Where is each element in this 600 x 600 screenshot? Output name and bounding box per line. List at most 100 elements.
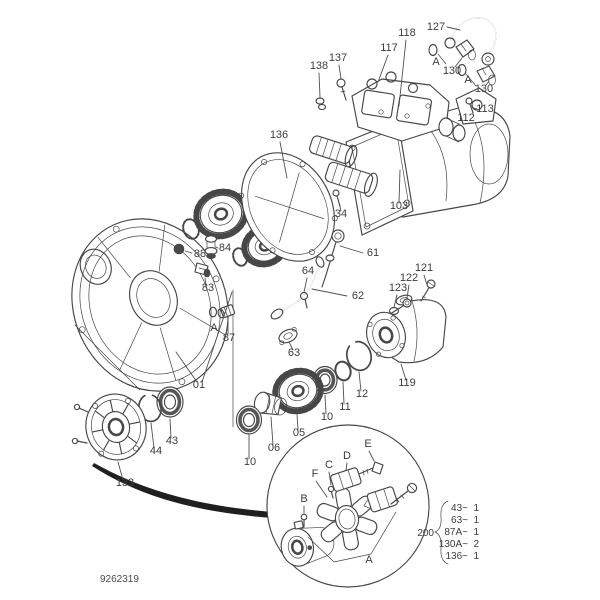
callout-130: 130 bbox=[443, 65, 461, 77]
callout-34: 34 bbox=[335, 208, 347, 220]
leader-line-137 bbox=[338, 64, 342, 80]
part-gasket-136 bbox=[238, 152, 338, 262]
callout-136: 136 bbox=[270, 129, 288, 141]
callout-83: 83 bbox=[202, 282, 214, 294]
callout-E: E bbox=[364, 438, 371, 450]
leader-line-10 bbox=[324, 394, 327, 415]
parts-list-qty: 1 bbox=[473, 551, 479, 562]
callout-11: 11 bbox=[339, 401, 350, 413]
part-pilot-pump-119 bbox=[366, 294, 447, 364]
leader-line-63 bbox=[288, 341, 294, 351]
callout-122: 122 bbox=[400, 272, 418, 284]
callout-10: 10 bbox=[321, 411, 333, 423]
callout-63: 63 bbox=[288, 347, 300, 359]
leader-line-05 bbox=[296, 413, 299, 431]
leader-line-88 bbox=[184, 250, 193, 254]
detail-bolt-B bbox=[300, 513, 308, 528]
leader-line-64 bbox=[303, 277, 308, 293]
callout-06: 06 bbox=[268, 442, 280, 454]
callout-121: 121 bbox=[415, 262, 433, 274]
part-bolt-121 bbox=[420, 279, 436, 302]
callout-113: 113 bbox=[476, 103, 494, 115]
part-wave-ring bbox=[232, 247, 248, 267]
callout-137: 137 bbox=[329, 52, 347, 64]
leader-line-43 bbox=[169, 418, 172, 439]
callout-88: 88 bbox=[194, 248, 206, 260]
callout-84: 84 bbox=[219, 242, 231, 254]
leader-line-34 bbox=[337, 198, 342, 212]
detail-element-D bbox=[330, 467, 362, 492]
leader-line-12 bbox=[358, 371, 362, 392]
callout-130: 130 bbox=[475, 83, 493, 95]
detail-bolt-C bbox=[327, 485, 335, 499]
leader-line-83 bbox=[204, 277, 207, 286]
part-tube-62 bbox=[270, 256, 325, 320]
callout-61: 61 bbox=[367, 247, 379, 259]
leader-line-118 bbox=[398, 39, 407, 107]
part-fitting-130-lower bbox=[476, 65, 496, 86]
callout-117: 117 bbox=[380, 42, 398, 54]
detail-bracket-A bbox=[307, 511, 397, 563]
leader-line-130 bbox=[485, 80, 490, 86]
part-bolt-64 bbox=[299, 291, 309, 309]
leader-line-112 bbox=[452, 123, 460, 130]
callout-C: C bbox=[325, 459, 333, 471]
leader-line-01 bbox=[175, 351, 198, 383]
parts-list-brace bbox=[434, 500, 449, 565]
callout-10: 10 bbox=[244, 456, 256, 468]
part-pump-shaft-lower bbox=[324, 161, 378, 197]
pointer-swoosh bbox=[92, 463, 272, 518]
part-fitting-130-upper bbox=[455, 39, 476, 61]
leader-line-133 bbox=[117, 461, 124, 481]
housing-foot-line bbox=[74, 324, 141, 391]
callout-127: 127 bbox=[427, 21, 445, 33]
leader-line-01 bbox=[201, 291, 233, 383]
parts-list-qty: 1 bbox=[473, 503, 479, 514]
leader-line-62 bbox=[311, 288, 348, 297]
part-bolt-113 bbox=[465, 97, 474, 114]
callout-12: 12 bbox=[356, 388, 368, 400]
leader-line-11 bbox=[342, 381, 345, 405]
part-oring-130A-lower bbox=[457, 63, 467, 77]
part-breather-84 bbox=[204, 235, 218, 259]
part-bearing-10-left bbox=[235, 405, 263, 435]
parts-list-ref: 63~ bbox=[451, 515, 468, 526]
detail-bolt-long bbox=[390, 482, 418, 505]
leader-line-C bbox=[328, 471, 332, 486]
part-bearing-43 bbox=[156, 386, 184, 418]
leader-line-E bbox=[368, 450, 375, 462]
callout-01: 01 bbox=[193, 379, 205, 391]
leader-line-06 bbox=[270, 416, 274, 446]
callout-138: 138 bbox=[310, 60, 328, 72]
detail-group-label: 200 bbox=[417, 528, 434, 539]
callout-64: 64 bbox=[302, 265, 314, 277]
callout-44: 44 bbox=[150, 445, 162, 457]
callout-F: F bbox=[312, 468, 319, 480]
callout-123: 123 bbox=[389, 282, 407, 294]
parts-list-ref: 43~ bbox=[451, 503, 468, 514]
oring-link-line bbox=[465, 73, 477, 87]
parts-list-qty: 1 bbox=[473, 515, 479, 526]
leader-line-121 bbox=[423, 274, 428, 286]
part-hose-127 bbox=[444, 17, 497, 66]
oring-link-line bbox=[437, 53, 447, 65]
part-dipstick-61 bbox=[321, 229, 345, 288]
parts-list-qty: 1 bbox=[473, 527, 479, 538]
callout-119: 119 bbox=[398, 377, 416, 389]
parts-list-ref: 87A~ bbox=[444, 527, 468, 538]
callout-62: 62 bbox=[352, 290, 364, 302]
part-coupling-112 bbox=[438, 117, 466, 143]
parts-list-qty: 2 bbox=[473, 539, 479, 550]
detail-hub-B bbox=[280, 520, 335, 567]
drawing-linework bbox=[71, 17, 511, 588]
callout-05: 05 bbox=[293, 427, 305, 439]
part-damper-133 bbox=[85, 393, 147, 461]
detail-view bbox=[266, 424, 430, 588]
part-flange-63 bbox=[278, 326, 298, 346]
leader-line-123 bbox=[393, 294, 398, 308]
leader-line-130 bbox=[454, 57, 463, 68]
part-oring-87A bbox=[208, 306, 218, 318]
leader-lines bbox=[117, 26, 490, 514]
